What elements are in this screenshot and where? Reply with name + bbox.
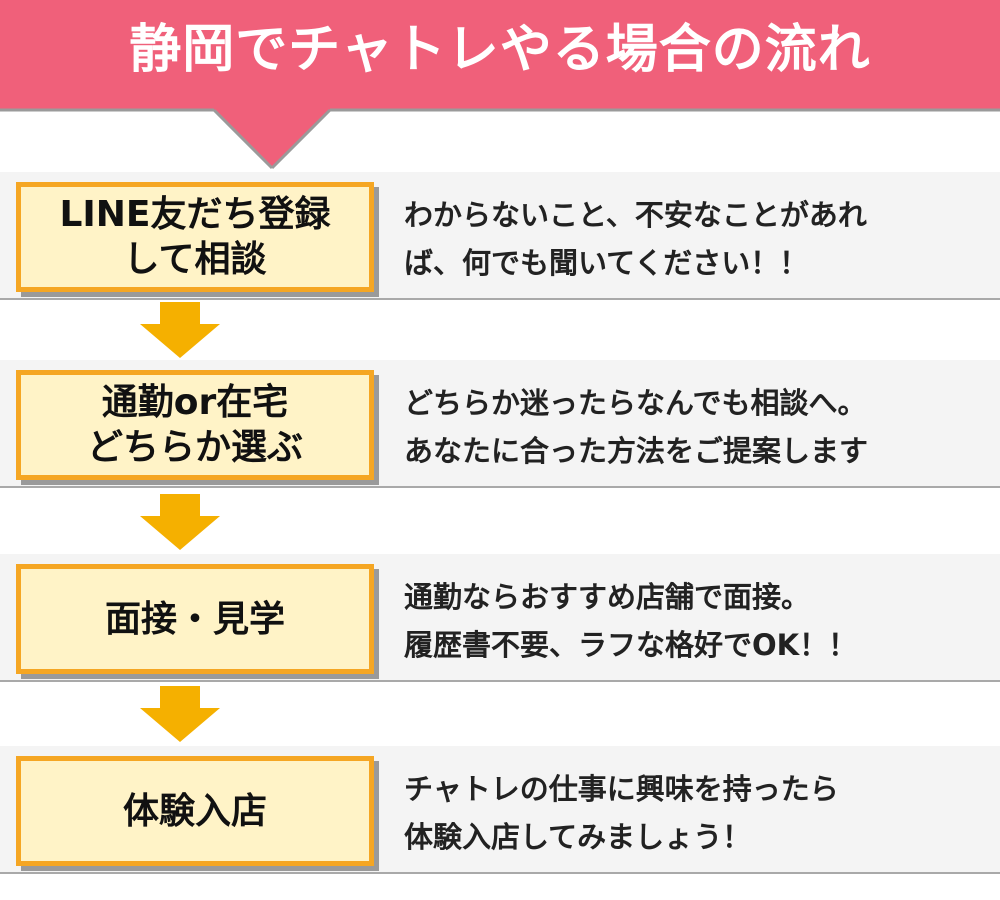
step-row-3: 面接・見学 通勤ならおすすめ店舗で面接。 履歴書不要、ラフな格好でOK！！ <box>0 554 1000 682</box>
step-description-2: どちらか迷ったらなんでも相談へ。 あなたに合った方法をご提案します <box>404 386 869 468</box>
step-box-3: 面接・見学 <box>16 564 374 674</box>
step-row-1: LINE友だち登録 して相談 わからないこと、不安なことがあれ ば、何でも聞いて… <box>0 172 1000 300</box>
step-description-1: わからないこと、不安なことがあれ ば、何でも聞いてください！！ <box>404 198 867 280</box>
step-box-4: 体験入店 <box>16 756 374 866</box>
down-arrow-icon <box>140 302 220 358</box>
step-label-3: 面接・見学 <box>104 598 285 640</box>
step-description-3: 通勤ならおすすめ店舗で面接。 履歴書不要、ラフな格好でOK！！ <box>404 580 858 662</box>
header-banner: 静岡でチャトレやる場合の流れ <box>0 0 1000 110</box>
step-box-2: 通勤or在宅 どちらか選ぶ <box>16 370 374 480</box>
step-description-4: チャトレの仕事に興味を持ったら 体験入店してみましょう！ <box>404 772 839 854</box>
step-label-1: LINE友だち登録 して相談 <box>59 194 331 280</box>
step-row-2: 通勤or在宅 どちらか選ぶ どちらか迷ったらなんでも相談へ。 あなたに合った方法… <box>0 360 1000 488</box>
down-arrow-icon <box>140 494 220 550</box>
step-label-4: 体験入店 <box>122 790 267 832</box>
page-title: 静岡でチャトレやる場合の流れ <box>129 20 871 80</box>
step-box-1: LINE友だち登録 して相談 <box>16 182 374 292</box>
step-label-2: 通勤or在宅 どちらか選ぶ <box>86 382 303 468</box>
down-arrow-icon <box>140 686 220 742</box>
banner-pointer-icon <box>0 108 1000 170</box>
step-row-4: 体験入店 チャトレの仕事に興味を持ったら 体験入店してみましょう！ <box>0 746 1000 874</box>
